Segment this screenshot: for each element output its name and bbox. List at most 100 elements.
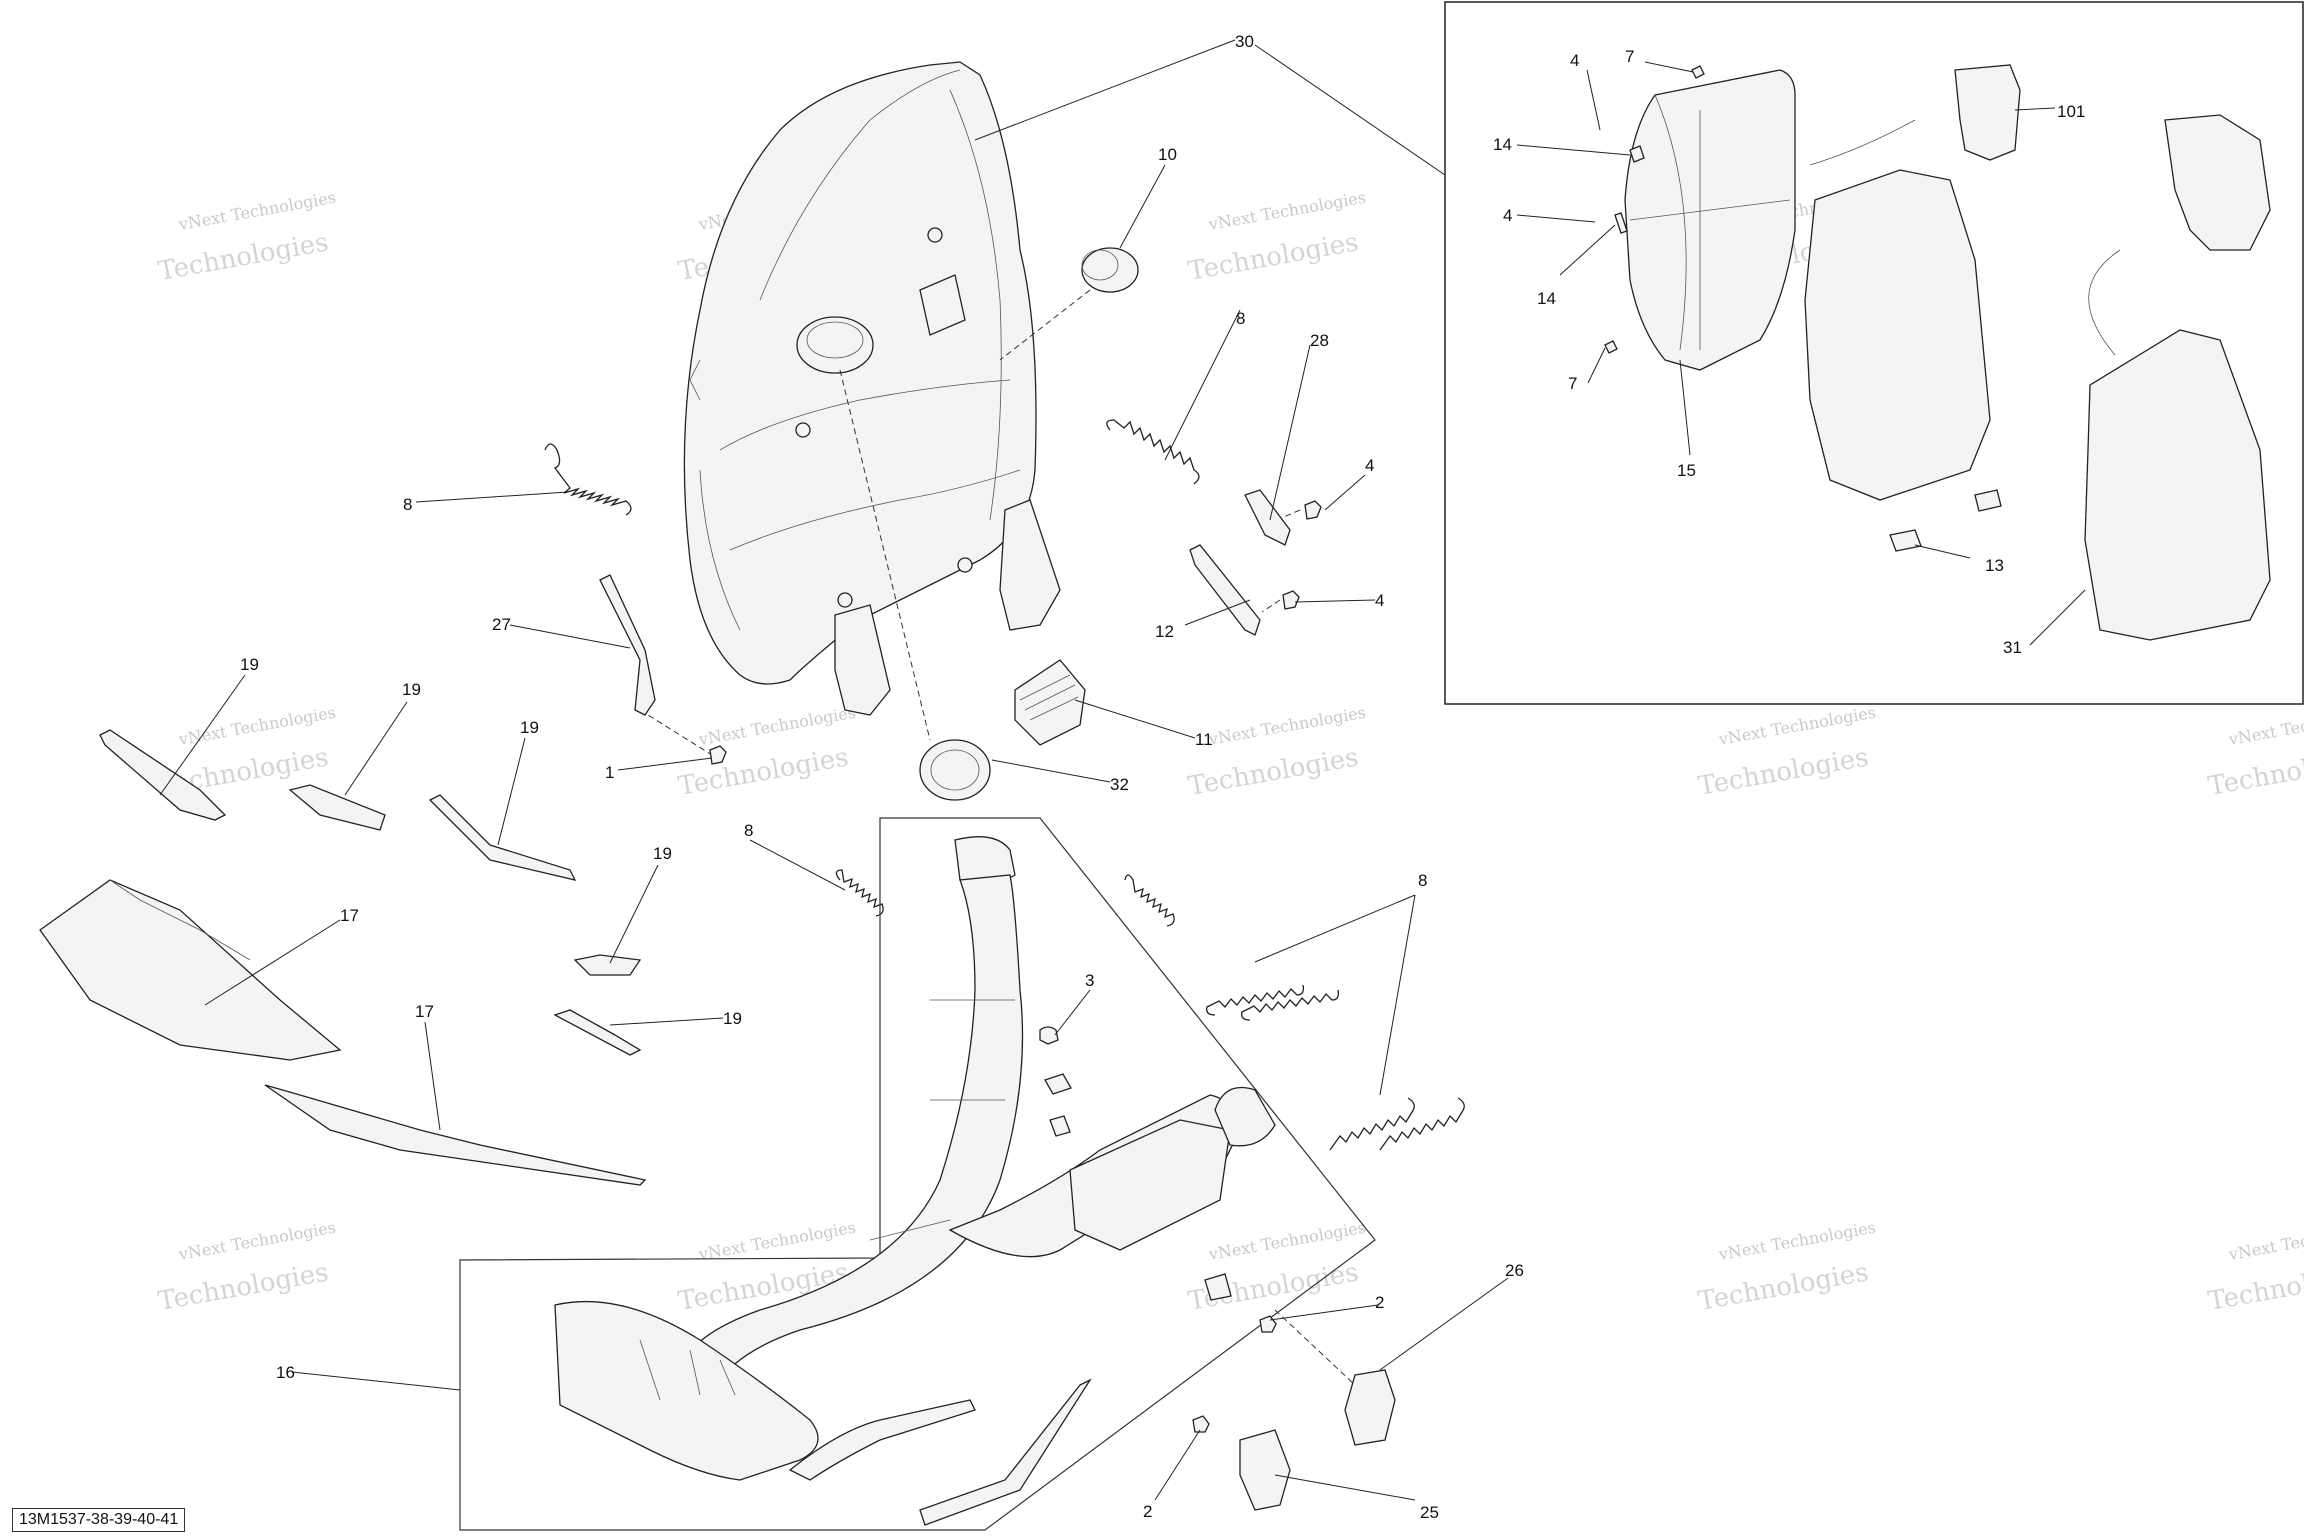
watermark-text: vNext Technologies — [1206, 188, 1367, 234]
callout-17: 17 — [340, 906, 359, 925]
muffler-part-30 — [683, 61, 1061, 716]
callout-labels: 30 10 8 28 4 8 4 12 27 1 11 32 19 19 19 … — [240, 32, 2085, 1522]
spring-part-8 — [1329, 1097, 1415, 1151]
callout-4: 4 — [1375, 591, 1384, 610]
callout-10: 10 — [1158, 145, 1177, 164]
callout-3: 3 — [1085, 971, 1094, 990]
watermark-text: vNext Technologies — [696, 1218, 857, 1264]
clip-part-3 — [1039, 1026, 1059, 1045]
inset-heat-shield-part-31 — [2084, 329, 2271, 641]
leader-lines — [159, 39, 2086, 1501]
heat-shield-part-17 — [39, 879, 342, 1061]
callout-25: 25 — [1420, 1503, 1439, 1522]
exhaust-group-outline — [459, 817, 1376, 1531]
rubber-mount-part-11 — [1014, 659, 1086, 746]
nut-part-4 — [1282, 590, 1300, 610]
heat-shield-part-19 — [99, 729, 227, 821]
watermark-text: Technologies — [156, 227, 331, 286]
callout-2: 2 — [1143, 1502, 1152, 1521]
watermark-text: Technologies — [676, 742, 851, 801]
callout-7-inset: 7 — [1625, 47, 1634, 66]
callout-8: 8 — [1236, 309, 1245, 328]
nut-part-4 — [1304, 500, 1322, 520]
inset-clip-part-7 — [1604, 340, 1618, 354]
rubber-mount-part-26 — [1344, 1369, 1396, 1446]
inset-gasket-2 — [2164, 114, 2271, 251]
clip-part-3 — [1044, 1073, 1072, 1095]
clip-part-3 — [1204, 1273, 1232, 1301]
clip-part-3 — [1049, 1115, 1071, 1137]
spring-part-8 — [1124, 874, 1175, 927]
callout-28: 28 — [1310, 331, 1329, 350]
spring-part-8 — [1241, 989, 1340, 1021]
watermark-text: vNext Technologies — [1206, 703, 1367, 749]
watermark-text: vNext Technologies — [1716, 703, 1877, 749]
callout-31-inset: 31 — [2003, 638, 2022, 657]
callout-101-inset: 101 — [2057, 102, 2085, 121]
callout-4: 4 — [1365, 456, 1374, 475]
callout-27: 27 — [492, 615, 511, 634]
watermark-text: Technologies — [2206, 742, 2304, 801]
exhaust-pipe-part-16 — [554, 836, 1276, 1526]
spring-part-8 — [1379, 1097, 1465, 1151]
inset-clip-part-14 — [1629, 145, 1645, 163]
callout-19: 19 — [240, 655, 259, 674]
inset-gasket-part-101 — [1954, 64, 2021, 161]
bracket-part-27 — [599, 574, 656, 716]
assembly-line — [1261, 599, 1281, 613]
assembly-line — [639, 709, 721, 761]
rubber-mount-part-25 — [1239, 1429, 1291, 1511]
inset-clip-part-14 — [1614, 212, 1628, 234]
watermark-text: vNext Technologies — [176, 188, 337, 234]
heat-shield-part-19 — [288, 784, 386, 831]
callout-26: 26 — [1505, 1261, 1524, 1280]
assembly-line — [839, 369, 931, 741]
callout-7-inset: 7 — [1568, 374, 1577, 393]
detail-inset-box — [1444, 1, 2304, 705]
callout-14-inset: 14 — [1493, 135, 1512, 154]
callout-19: 19 — [520, 718, 539, 737]
inset-rubber-part-13 — [1974, 489, 2002, 512]
watermark-text: Technologies — [1186, 227, 1361, 286]
bracket-part-12 — [1189, 544, 1261, 636]
callout-8: 8 — [744, 821, 753, 840]
callout-2: 2 — [1375, 1293, 1384, 1312]
callout-30: 30 — [1235, 32, 1254, 51]
watermark-text: vNext Technologies — [1716, 1218, 1877, 1264]
watermark-text: Technologies — [2206, 1257, 2304, 1316]
callout-4-inset: 4 — [1503, 206, 1512, 225]
watermark-text: Technologies — [1696, 742, 1871, 801]
assembly-line — [999, 289, 1091, 361]
gasket-part-32 — [919, 739, 991, 801]
spring-part-8 — [835, 869, 884, 917]
callout-19: 19 — [653, 844, 672, 863]
watermark-text: vNext Technologies — [176, 1218, 337, 1264]
heat-shield-part-19 — [573, 954, 642, 976]
inset-clip-part-7 — [1691, 65, 1705, 79]
callout-8: 8 — [1418, 871, 1427, 890]
callout-14-inset: 14 — [1537, 289, 1556, 308]
callout-15-inset: 15 — [1677, 461, 1696, 480]
nut-part-1 — [709, 745, 727, 765]
callout-8: 8 — [403, 495, 412, 514]
heat-shield-part-19 — [553, 1009, 642, 1056]
inset-arrow — [1809, 119, 1916, 166]
callout-12: 12 — [1155, 622, 1174, 641]
bracket-part-28 — [1244, 489, 1291, 546]
callout-19: 19 — [723, 1009, 742, 1028]
watermark-text: vNext Technologies — [2226, 703, 2304, 749]
callout-1: 1 — [605, 763, 614, 782]
heat-shield-part-19 — [428, 794, 577, 881]
watermark-text: Technologies — [1696, 1257, 1871, 1316]
drawing-code-label: 13M1537-38-39-40-41 — [12, 1508, 186, 1532]
inset-arrow — [2088, 249, 2121, 356]
callout-32: 32 — [1110, 775, 1129, 794]
callout-11: 11 — [1195, 730, 1213, 749]
watermark-text: vNext Technologies — [696, 703, 857, 749]
watermark-text: vNext Technologies — [1206, 1218, 1367, 1264]
inset-muffler-body — [1804, 169, 1991, 501]
watermark-text: vNext Technologies — [2226, 1218, 2304, 1264]
spring-part-8 — [1206, 984, 1305, 1016]
assembly-line — [1274, 1309, 1356, 1386]
